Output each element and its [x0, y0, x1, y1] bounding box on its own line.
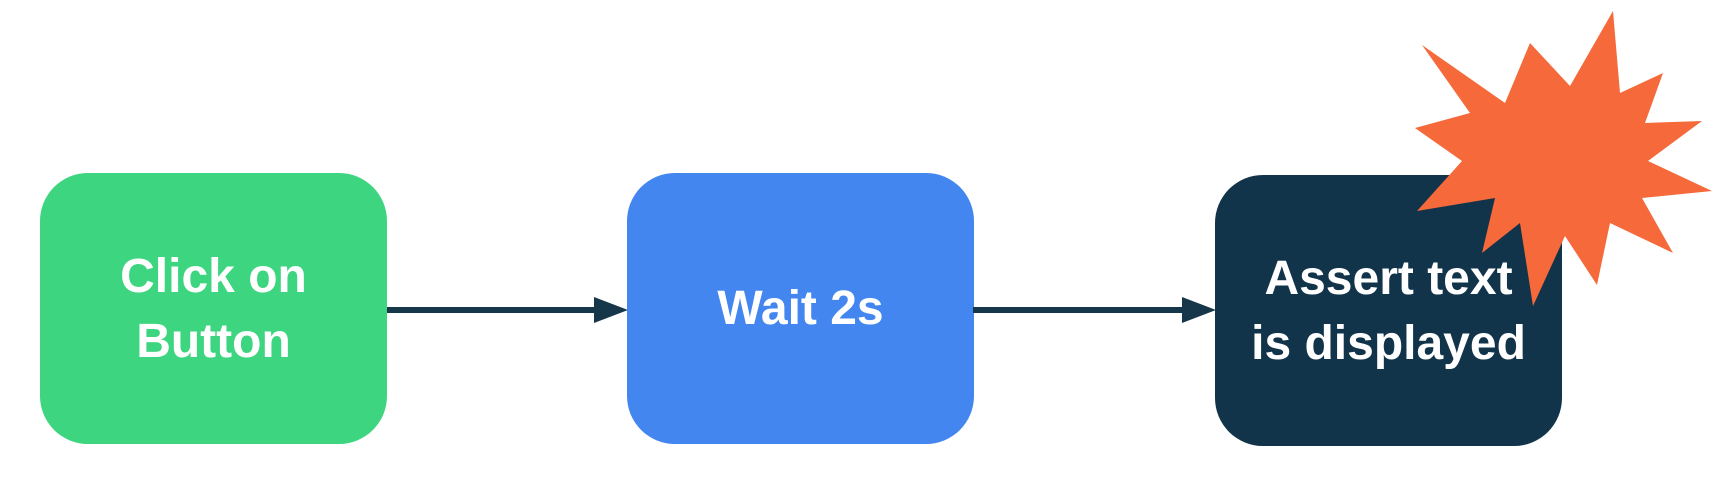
- step-3-label: Assert text is displayed: [1251, 251, 1526, 370]
- flow-step-wait: Wait 2s: [627, 173, 974, 444]
- step-2-label: Wait 2s: [717, 282, 884, 335]
- explosion-starburst-icon: [1415, 11, 1712, 306]
- flow-arrow-1: [387, 297, 628, 323]
- flow-arrow-2: [973, 297, 1216, 323]
- flow-step-click-button: Click on Button: [40, 173, 387, 444]
- step-1-label: Click on Button: [120, 249, 307, 368]
